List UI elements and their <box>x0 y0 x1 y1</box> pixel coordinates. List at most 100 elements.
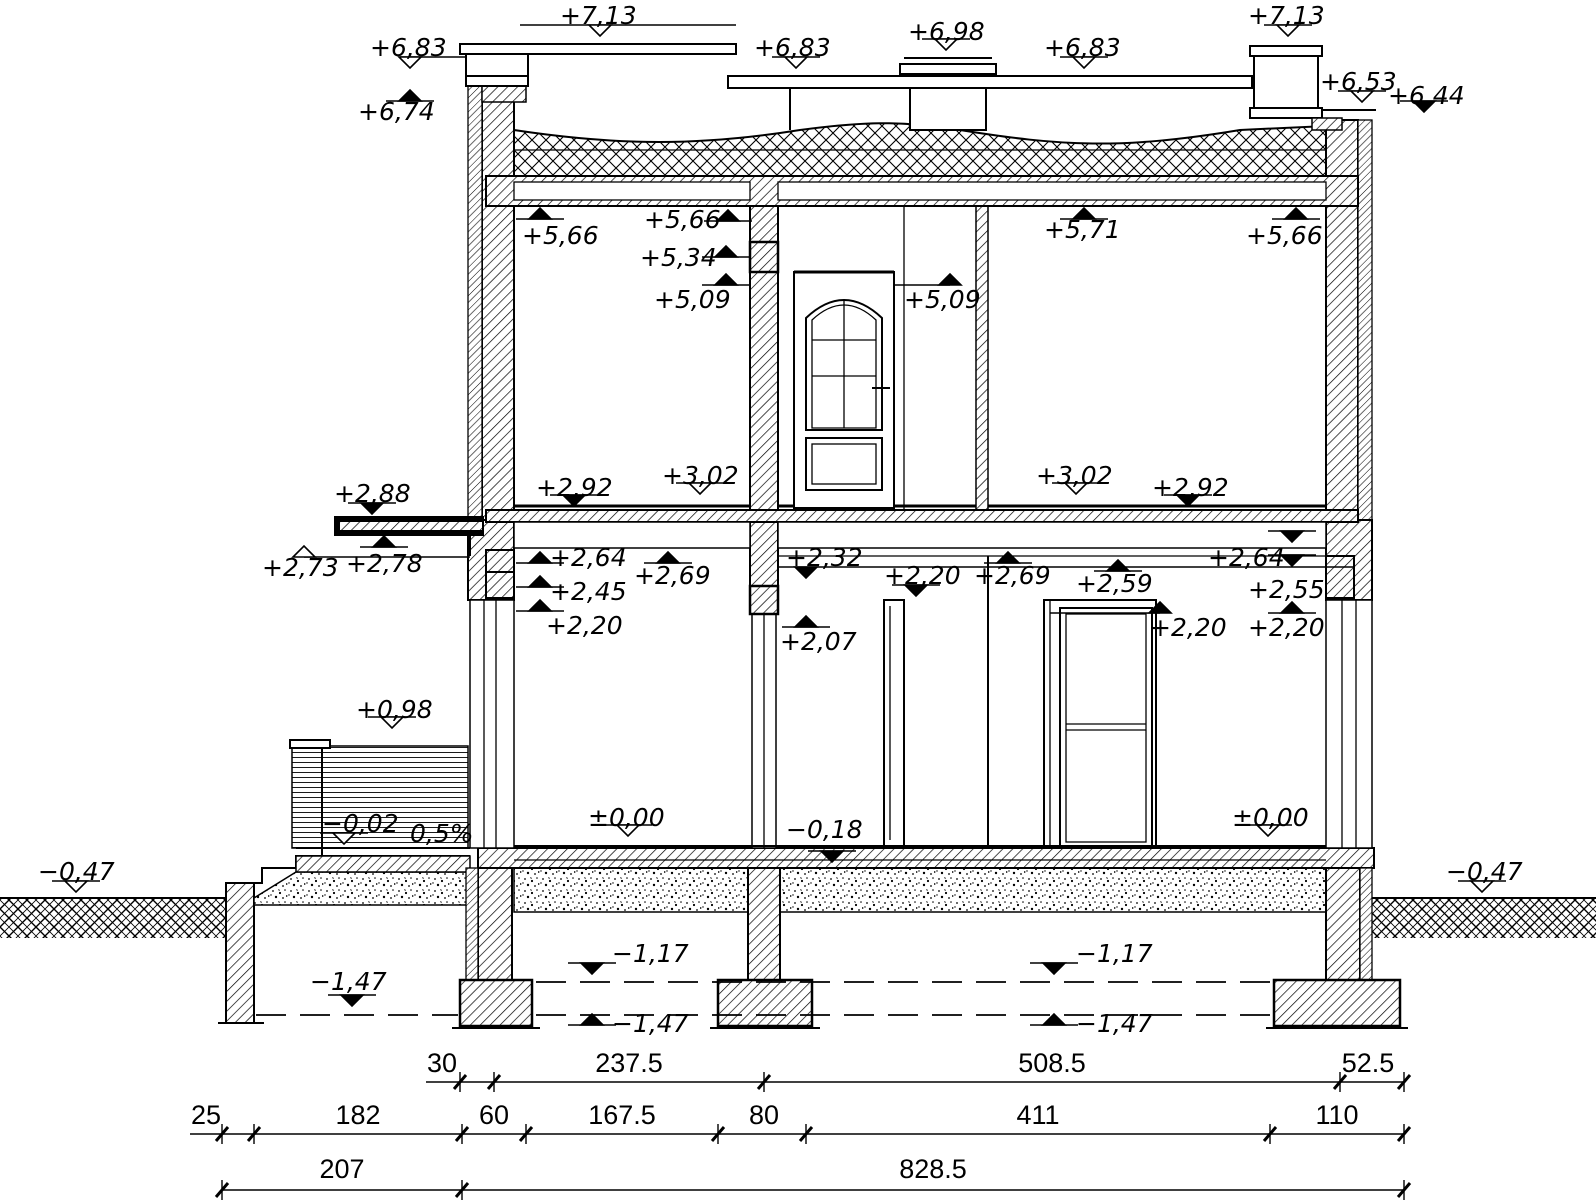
elevation-label: +6,53 <box>1320 67 1397 96</box>
elevation-mark: +2,78 <box>346 534 423 578</box>
elevation-triangle-icon <box>527 574 553 588</box>
elevation-triangle-icon <box>1063 482 1089 496</box>
elevation-label: +5,09 <box>904 285 981 314</box>
elevation-triangle-icon <box>1255 824 1281 838</box>
elevation-label: +2,64 <box>1208 543 1285 572</box>
elevation-mark: +2,59 <box>1076 558 1153 598</box>
dimension-label: 508.5 <box>1018 1048 1086 1078</box>
elevation-label: +2,32 <box>786 543 863 572</box>
foundations <box>256 847 1408 1029</box>
elevation-label: +5,34 <box>640 243 717 272</box>
elevation-mark: +2,55 <box>1248 554 1325 604</box>
elevation-label: +2,20 <box>1248 613 1325 642</box>
elevation-mark: +5,71 <box>1044 206 1121 244</box>
elevation-mark: +7,13 <box>520 1 736 38</box>
elevation-mark: +5,66 <box>516 206 599 250</box>
elevation-label: −0,47 <box>1446 857 1523 886</box>
elevation-label: +6,44 <box>1388 81 1465 110</box>
elevation-mark: −1,47 <box>1030 1009 1153 1038</box>
elevation-mark: −0,18 <box>786 815 863 864</box>
elevation-triangle-icon <box>1105 558 1131 572</box>
dimension-label: 207 <box>319 1154 364 1184</box>
elevation-triangle-icon <box>291 544 317 558</box>
elevation-mark: −0,47 <box>38 857 115 894</box>
elevation-triangle-icon <box>1283 206 1309 220</box>
dimension-label: 80 <box>749 1100 779 1130</box>
elevation-mark: −1,47 <box>568 1009 689 1038</box>
elevation-label: +6,98 <box>908 17 985 46</box>
elevation-mark: +5,34 <box>640 243 750 272</box>
elevation-label: −1,47 <box>310 967 387 996</box>
elevation-triangle-icon <box>903 584 929 598</box>
elevation-triangle-icon <box>1041 962 1067 976</box>
elevation-triangle-icon <box>339 994 365 1008</box>
elevation-triangle-icon <box>1411 100 1437 114</box>
terrace <box>218 739 471 1024</box>
elevation-triangle-icon <box>527 550 553 564</box>
dimension-label: 60 <box>479 1100 509 1130</box>
elevation-triangle-icon <box>1279 530 1305 544</box>
elevation-mark: +3,02 <box>662 461 739 496</box>
elevation-mark: +6,74 <box>358 88 435 126</box>
elevation-label: +6,83 <box>754 33 831 62</box>
dimension-label: 411 <box>1016 1100 1059 1130</box>
elevation-label: +5,66 <box>1246 221 1323 250</box>
elevation-triangle-icon <box>587 24 613 38</box>
elevation-label: +2,92 <box>1152 473 1229 502</box>
elevation-triangle-icon <box>1279 554 1305 568</box>
elevation-label: +0,98 <box>356 695 433 724</box>
slabs <box>485 175 1359 616</box>
upper-door <box>793 270 895 509</box>
elevation-triangle-icon <box>1071 206 1097 220</box>
elevation-triangle-icon <box>1175 494 1201 508</box>
elevation-label: +5,66 <box>522 221 599 250</box>
elevation-label: −1,47 <box>1076 1009 1153 1038</box>
elevation-triangle-icon <box>1469 880 1495 894</box>
elevation-mark: −1,47 <box>310 967 387 1008</box>
elevation-triangle-icon <box>937 272 963 286</box>
elevation-mark: +2,20 <box>1248 600 1325 642</box>
elevation-label: −0,18 <box>786 815 863 844</box>
elevation-mark: +2,69 <box>974 550 1051 590</box>
elevation-label: ±0,00 <box>1232 803 1309 832</box>
elevation-triangle-icon <box>793 614 819 628</box>
elevation-triangle-icon <box>359 502 385 516</box>
elevation-markers: +7,13+7,13+6,98+6,83+6,83+6,83+6,74+6,53… <box>38 1 1523 1038</box>
elevation-triangle-icon <box>655 550 681 564</box>
elevation-label: +5,66 <box>644 205 721 234</box>
dimension-label: 167.5 <box>588 1100 656 1130</box>
elevation-label: −1,47 <box>612 1009 689 1038</box>
elevation-triangle-icon <box>995 550 1021 564</box>
elevation-triangle-icon <box>1349 90 1375 104</box>
elevation-mark: +6,83 <box>1044 33 1121 70</box>
elevation-mark: +2,45 <box>516 574 627 606</box>
elevation-mark: +2,88 <box>334 479 411 516</box>
elevation-mark: +3,02 <box>1036 461 1113 496</box>
dimension-label: 237.5 <box>595 1048 663 1078</box>
elevation-mark: +6,83 <box>754 33 831 70</box>
elevation-label: +2,78 <box>346 549 423 578</box>
elevation-label: +2,69 <box>634 561 711 590</box>
elevation-mark: +2,07 <box>780 614 857 656</box>
roof <box>459 43 1376 177</box>
entrance-canopy <box>334 516 484 556</box>
elevation-triangle-icon <box>527 598 553 612</box>
elevation-label: +2,59 <box>1076 569 1153 598</box>
elevation-triangle-icon <box>561 494 587 508</box>
elevation-label: +2,45 <box>550 577 627 606</box>
dimension-label: 828.5 <box>899 1154 967 1184</box>
elevation-triangle-icon <box>687 482 713 496</box>
elevation-triangle-icon <box>371 534 397 548</box>
elevation-mark: ±0,00 <box>588 803 665 838</box>
lower-doors <box>883 556 1157 848</box>
elevation-label: +2,92 <box>536 473 613 502</box>
elevation-mark: +2,64 <box>1208 530 1316 572</box>
elevation-mark: +0,98 <box>356 695 433 730</box>
elevation-mark: +2,20 <box>516 598 623 640</box>
elevation-triangle-icon <box>713 272 739 286</box>
elevation-triangle-icon <box>1071 56 1097 70</box>
elevation-label: +2,88 <box>334 479 411 508</box>
elevation-label: +7,13 <box>1248 1 1325 30</box>
